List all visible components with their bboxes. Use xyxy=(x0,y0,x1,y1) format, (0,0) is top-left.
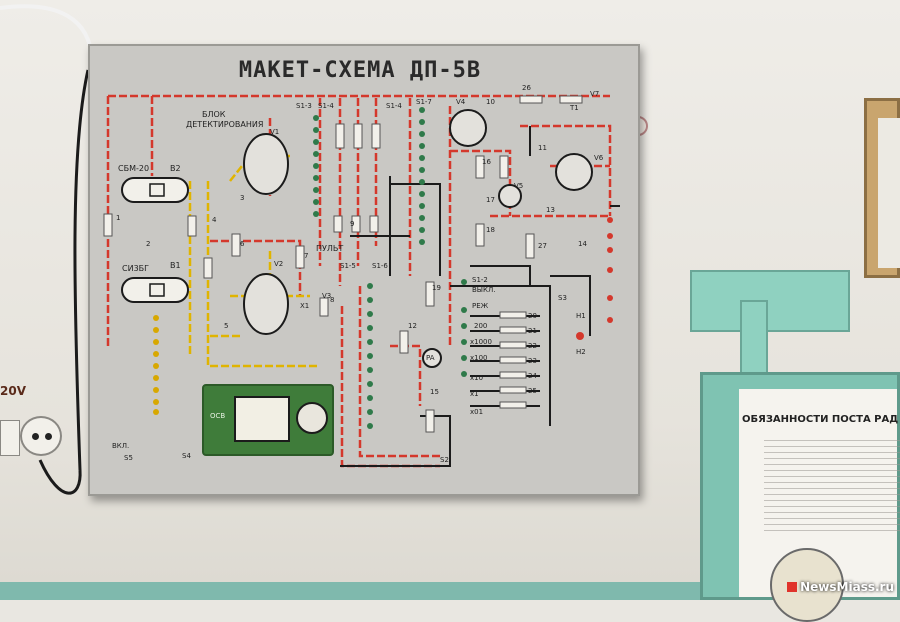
component-number-23: 23 xyxy=(528,357,537,365)
label-pult: ПУЛЬТ xyxy=(316,244,344,253)
component-number-19: 19 xyxy=(432,284,441,292)
notice-text-lines xyxy=(764,440,900,536)
label-v3: V3 xyxy=(322,292,332,300)
bracket-post xyxy=(740,300,768,384)
component-number-2: 2 xyxy=(146,240,151,248)
wall-switch-box xyxy=(0,420,20,456)
watermark: NewsMiass.ru xyxy=(787,580,894,594)
label-s2: S2 xyxy=(440,456,449,464)
wall-outlet xyxy=(20,416,62,456)
indicator-leds xyxy=(313,107,467,429)
dosimeter-meter-panel: ОСВ xyxy=(202,384,334,456)
vacuum-tubes xyxy=(243,109,593,368)
label-x1: x1 xyxy=(470,390,479,398)
component-number-20: 20 xyxy=(528,312,537,320)
component-number-22: 22 xyxy=(528,342,537,350)
board-title: МАКЕТ-СХЕМА ДП-5В xyxy=(238,58,482,83)
component-number-3: 3 xyxy=(240,194,245,202)
label-s1-6: S1-6 xyxy=(372,262,388,270)
label-detector-block-1: БЛОК xyxy=(202,110,226,119)
watermark-text: NewsMiass.ru xyxy=(800,580,894,594)
label-s5: S5 xyxy=(124,454,133,462)
component-number-18: 18 xyxy=(486,226,495,234)
meter-range-knob xyxy=(296,402,328,434)
label-pa: PA xyxy=(426,354,435,362)
label-t1: T1 xyxy=(570,104,579,112)
meter-label: ОСВ xyxy=(210,412,226,420)
label-off: ВЫКЛ. xyxy=(472,286,496,294)
component-number-8: 8 xyxy=(330,296,335,304)
label-on: ВКЛ. xyxy=(112,442,130,450)
outlet-hole-left xyxy=(32,433,39,440)
label-s3: S3 xyxy=(558,294,567,302)
component-number-17: 17 xyxy=(486,196,495,204)
component-number-21: 21 xyxy=(528,327,537,335)
watermark-logo-icon xyxy=(787,582,798,592)
component-number-13: 13 xyxy=(546,206,555,214)
label-v4: V4 xyxy=(456,98,466,106)
dp5v-schematic-board: МАКЕТ-СХЕМА ДП-5В xyxy=(88,44,640,496)
label-v5: V5 xyxy=(514,182,524,190)
label-s1-4a: S1-4 xyxy=(318,102,334,110)
label-x1-connector: X1 xyxy=(300,302,310,310)
wall-side-text: 20V xyxy=(0,384,26,398)
outlet-hole-right xyxy=(45,433,52,440)
label-x100: x100 xyxy=(470,354,488,362)
component-number-4: 4 xyxy=(212,216,217,224)
label-b1: B1 xyxy=(170,261,181,270)
component-number-1: 1 xyxy=(116,214,121,222)
component-number-11: 11 xyxy=(538,144,547,152)
component-number-7: 7 xyxy=(304,252,309,260)
component-number-26: 26 xyxy=(522,84,531,92)
label-sbm20: СБМ-20 xyxy=(118,164,150,173)
component-number-10: 10 xyxy=(486,98,495,106)
gm-counters xyxy=(121,177,189,303)
label-b2: B2 xyxy=(170,164,181,173)
label-s1-7: S1-7 xyxy=(416,98,432,106)
label-v6: V6 xyxy=(594,154,604,162)
label-v7: V7 xyxy=(590,90,600,98)
label-v2: V2 xyxy=(274,260,284,268)
label-s1-4b: S1-4 xyxy=(386,102,402,110)
notice-title: ОБЯЗАННОСТИ ПОСТА РАД xyxy=(742,414,899,425)
circuit-wiring xyxy=(103,94,620,468)
label-s1-5: S1-5 xyxy=(340,262,356,270)
output-terminals xyxy=(576,217,613,340)
label-s1-3: S1-3 xyxy=(296,102,312,110)
right-picture-inner xyxy=(878,118,900,268)
wall-mounted-green-bracket xyxy=(690,270,850,332)
label-si3bg: СИ3БГ xyxy=(122,264,150,273)
label-s1-2: S1-2 xyxy=(472,276,488,284)
component-number-14: 14 xyxy=(578,240,587,248)
component-number-24: 24 xyxy=(528,372,537,380)
label-x01: x01 xyxy=(470,408,484,416)
resistors xyxy=(103,95,583,433)
component-number-27: 27 xyxy=(538,242,547,250)
meter-dial-face xyxy=(234,396,290,442)
label-200: 200 xyxy=(474,322,488,330)
component-number-6: 6 xyxy=(240,240,245,248)
component-number-16: 16 xyxy=(482,158,491,166)
label-v1: V1 xyxy=(270,128,280,136)
label-h2: H2 xyxy=(576,348,586,356)
component-number-12: 12 xyxy=(408,322,417,330)
component-number-15: 15 xyxy=(430,388,439,396)
wall-baseboard-stripe xyxy=(0,582,900,600)
label-s4: S4 xyxy=(182,452,191,460)
component-number-9: 9 xyxy=(350,220,355,228)
yellow-leds xyxy=(153,315,159,415)
label-x10: x10 xyxy=(470,374,484,382)
label-mode: РЕЖ xyxy=(472,302,489,310)
label-x1000: x1000 xyxy=(470,338,492,346)
label-h1: H1 xyxy=(576,312,586,320)
label-detector-block-2: ДЕТЕКТИРОВАНИЯ xyxy=(186,120,264,129)
component-number-25: 25 xyxy=(528,387,537,395)
component-number-5: 5 xyxy=(224,322,229,330)
